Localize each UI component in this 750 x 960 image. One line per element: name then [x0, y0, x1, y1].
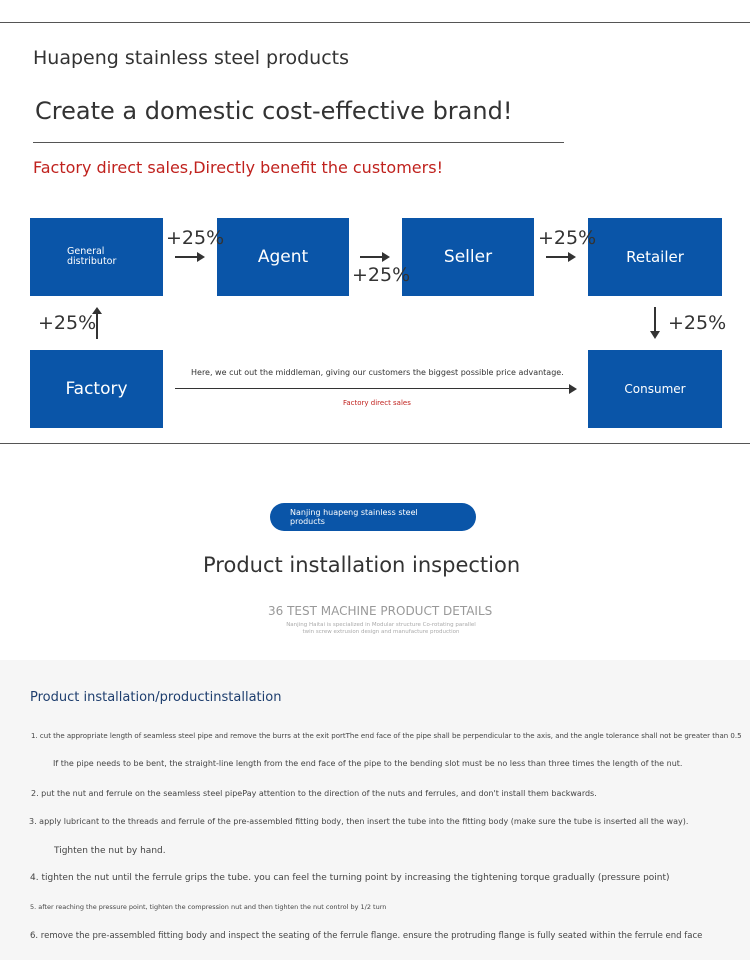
direct-label: Factory direct sales [343, 399, 411, 407]
fine-print-line-1: Nanjing Haitai is specialized in Modular… [286, 622, 476, 628]
arrow-right-icon [175, 252, 205, 262]
factory-label: Factory [65, 379, 128, 399]
company-pill: Nanjing huapeng stainless steel products [270, 503, 476, 531]
consumer-box: Consumer [588, 350, 722, 428]
markup-4: +25% [38, 312, 97, 334]
slogan: Create a domestic cost-effective brand! [35, 97, 513, 125]
fine-print: Nanjing Haitai is specialized in Modular… [281, 622, 481, 636]
install-step: 2. put the nut and ferrule on the seamle… [31, 789, 597, 798]
arrow-right-icon [360, 252, 390, 262]
consumer-label: Consumer [624, 382, 686, 396]
arrow-right-icon [546, 252, 576, 262]
install-step: 6. remove the pre-assembled fitting body… [30, 931, 703, 941]
retailer-box: Retailer [588, 218, 722, 296]
install-step: 5. after reaching the pressure point, ti… [30, 903, 387, 911]
markup-3: +25% [538, 227, 597, 249]
arrow-up-icon [92, 307, 102, 339]
section-subtitle: 36 TEST MACHINE PRODUCT DETAILS [268, 604, 493, 618]
markup-5: +25% [668, 312, 727, 334]
section-title: Product installation inspection [203, 553, 521, 577]
install-step: 4. tighten the nut until the ferrule gri… [30, 873, 670, 883]
install-step: 1. cut the appropriate length of seamles… [31, 732, 742, 740]
seller-box: Seller [402, 218, 534, 296]
install-step: 3. apply lubricant to the threads and fe… [29, 817, 689, 826]
markup-1: +25% [166, 227, 225, 249]
install-panel [0, 660, 750, 960]
general-distributor-box: General distributor [30, 218, 163, 296]
retailer-label: Retailer [626, 248, 684, 266]
factory-box: Factory [30, 350, 163, 428]
arrow-down-icon [650, 307, 660, 339]
arrow-right-icon [175, 384, 577, 394]
direct-note: Here, we cut out the middleman, giving o… [191, 368, 564, 377]
install-heading: Product installation/productinstallation [30, 690, 282, 705]
markup-2: +25% [352, 264, 411, 286]
install-step: If the pipe needs to be bent, the straig… [53, 759, 683, 768]
slogan-rule [33, 142, 564, 143]
general-distributor-label: General distributor [67, 246, 117, 267]
fine-print-line-2: twin screw extrusion design and manufact… [302, 629, 460, 635]
agent-label: Agent [257, 247, 309, 267]
brand-line: Huapeng stainless steel products [33, 47, 350, 69]
seller-label: Seller [443, 247, 493, 267]
agent-box: Agent [217, 218, 349, 296]
section-rule [0, 443, 750, 444]
install-step: Tighten the nut by hand. [54, 846, 166, 856]
company-pill-label: Nanjing huapeng stainless steel products [290, 508, 418, 526]
subtitle: Factory direct sales,Directly benefit th… [33, 158, 443, 177]
top-rule [0, 22, 750, 23]
